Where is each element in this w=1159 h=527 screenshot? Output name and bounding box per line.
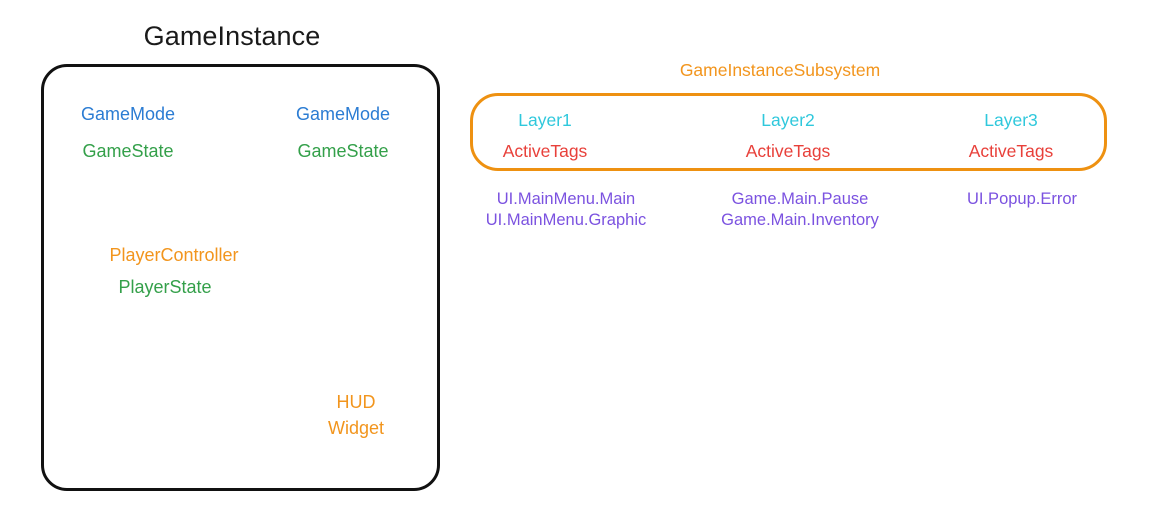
game-instance-subsystem-box bbox=[470, 93, 1107, 171]
game-instance-subsystem-title: GameInstanceSubsystem bbox=[679, 60, 881, 80]
list-item: Game.Main.Pause bbox=[731, 190, 869, 208]
layer-1-name: Layer1 bbox=[518, 110, 572, 130]
game-mode-right-label: GameMode bbox=[295, 104, 391, 124]
layer-2-tag-list: Game.Main.Pause Game.Main.Inventory bbox=[721, 189, 879, 231]
layer-3-tag-list: UI.Popup.Error bbox=[967, 189, 1077, 210]
game-instance-box bbox=[41, 64, 440, 491]
list-item: UI.Popup.Error bbox=[966, 190, 1078, 208]
layer-1-active-tags-label: ActiveTags bbox=[502, 141, 588, 161]
layer-3-name: Layer3 bbox=[984, 110, 1038, 130]
list-item: UI.MainMenu.Main bbox=[496, 190, 636, 208]
layer-1-tag-list: UI.MainMenu.Main UI.MainMenu.Graphic bbox=[486, 189, 646, 231]
player-state-label: PlayerState bbox=[118, 277, 212, 297]
layer-2-active-tags-label: ActiveTags bbox=[745, 141, 831, 161]
player-controller-label: PlayerController bbox=[109, 245, 239, 265]
layer-3-active-tags-label: ActiveTags bbox=[968, 141, 1054, 161]
game-mode-left-label: GameMode bbox=[80, 104, 176, 124]
game-state-right-label: GameState bbox=[297, 141, 389, 161]
widget-label: Widget bbox=[327, 418, 385, 438]
hud-label: HUD bbox=[336, 392, 376, 412]
list-item: Game.Main.Inventory bbox=[721, 211, 879, 230]
game-instance-title: GameInstance bbox=[143, 21, 321, 51]
game-state-left-label: GameState bbox=[82, 141, 174, 161]
list-item: UI.MainMenu.Graphic bbox=[485, 211, 647, 230]
layer-2-name: Layer2 bbox=[761, 110, 815, 130]
